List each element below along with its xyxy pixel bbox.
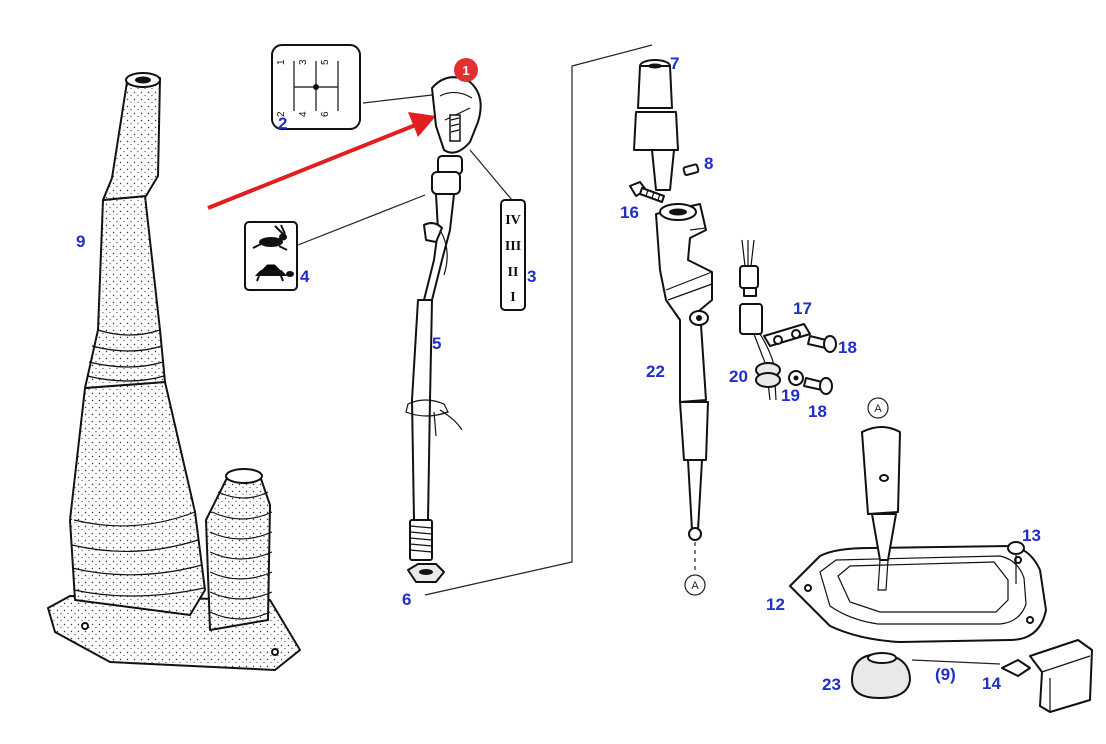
highlight-badge: 1	[454, 58, 478, 82]
shift-6: 6	[320, 111, 331, 117]
highlight-arrow	[207, 112, 436, 210]
callout-17: 17	[793, 299, 812, 318]
callout-9: 9	[76, 232, 85, 251]
callout-3: 3	[527, 267, 536, 286]
callout-2: 2	[278, 114, 287, 133]
washer-19	[788, 370, 804, 386]
callout-13: 13	[1022, 526, 1041, 545]
clip-14	[1001, 659, 1031, 677]
wire-switch	[739, 239, 777, 401]
rubber-foot-23	[851, 652, 911, 699]
rail-bracket	[1029, 639, 1093, 713]
grommet-20	[755, 362, 781, 388]
small-bellows	[205, 468, 273, 631]
callout-16: 16	[620, 203, 639, 222]
shift-pattern-decal: 1 3 5 2 4 6	[271, 44, 361, 130]
screw-13	[1007, 541, 1025, 584]
callout-7: 7	[670, 54, 679, 73]
detail-shaft	[861, 426, 901, 591]
reference-a-bottom: A	[684, 574, 706, 596]
speed-range-decal	[244, 221, 298, 291]
callout-18-upper: 18	[838, 338, 857, 357]
shift-3: 3	[298, 59, 309, 65]
mounting-plate	[789, 545, 1047, 643]
callout-5: 5	[432, 334, 441, 353]
tortoise-icon	[255, 263, 294, 282]
shift-1: 1	[276, 59, 287, 65]
range-ii: II	[508, 265, 519, 280]
callout-22: 22	[646, 362, 665, 381]
range-iv: IV	[505, 213, 521, 228]
range-numeral-decal: IV III II I	[500, 199, 526, 311]
callout-14: 14	[982, 674, 1001, 693]
gear-lever	[405, 155, 463, 561]
svg-text:1: 1	[462, 63, 469, 78]
shift-2: 2	[276, 111, 287, 117]
reference-a-top: A	[867, 397, 889, 419]
callout-19: 19	[781, 386, 800, 405]
range-iii: III	[505, 239, 521, 254]
bolt-16	[629, 181, 665, 203]
callout-8: 8	[704, 154, 713, 173]
bolt-18-upper	[807, 335, 837, 353]
range-i: I	[510, 290, 515, 305]
callout-4: 4	[300, 267, 310, 286]
svg-text:A: A	[874, 403, 882, 415]
svg-text:A: A	[691, 580, 699, 592]
clip-17	[763, 323, 811, 347]
lever-housing	[655, 203, 713, 541]
callout-12: 12	[766, 595, 785, 614]
callout-20: 20	[729, 367, 748, 386]
callout-18-lower: 18	[808, 402, 827, 421]
shift-4: 4	[298, 111, 309, 117]
shift-5: 5	[320, 59, 331, 65]
bolt-18-lower	[803, 377, 833, 395]
lever-sleeve	[633, 59, 679, 191]
callout-6: 6	[402, 590, 411, 609]
callout-23: 23	[822, 675, 841, 694]
rabbit-icon	[252, 224, 288, 251]
roll-pin	[682, 163, 700, 176]
lever-nut	[407, 563, 445, 583]
callout-9-ref: (9)	[935, 665, 956, 684]
gaiter-boot	[47, 72, 301, 671]
gear-knob	[431, 76, 482, 154]
